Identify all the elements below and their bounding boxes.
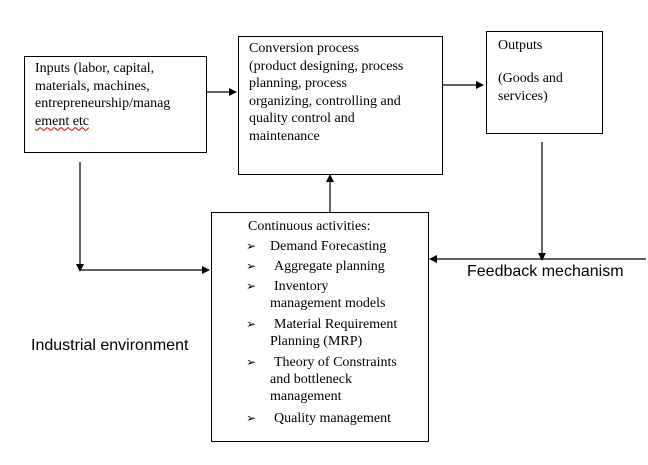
activities-title: Continuous activities:	[248, 219, 371, 234]
activity-label: Material Requirement Planning (MRP)	[270, 317, 398, 349]
outputs-title: Outputs	[498, 38, 543, 53]
conversion-line: organizing, controlling and	[249, 93, 401, 109]
inputs-line: ement etc	[35, 113, 170, 131]
activity-label: Aggregate planning	[274, 259, 385, 274]
conversion-process-box: Conversion process (product designing, p…	[238, 36, 443, 175]
conversion-line: (product designing, process	[249, 58, 404, 74]
arrow-bullet-icon: ➢	[246, 239, 257, 253]
arrow-bullet-icon: ➢	[246, 279, 257, 293]
inputs-box: Inputs (labor, capital, materials, machi…	[24, 56, 207, 153]
arrow-bullet-icon: ➢	[246, 259, 257, 273]
activity-label: Demand Forecasting	[270, 239, 387, 254]
feedback-mechanism-label: Feedback mechanism	[467, 263, 624, 280]
conversion-text: Conversion process (product designing, p…	[249, 40, 403, 145]
activity-label: Theory of Constraints and bottleneck man…	[270, 355, 397, 404]
outputs-text: (Goods and services)	[498, 70, 563, 105]
arrow-bullet-icon: ➢	[246, 411, 257, 425]
outputs-line: services)	[498, 88, 548, 104]
inputs-line: entrepreneurship/manag	[35, 96, 171, 111]
continuous-activities-box: Continuous activities: ➢ Demand Forecast…	[211, 212, 429, 442]
arrow-bullet-icon: ➢	[246, 355, 257, 369]
conversion-line: maintenance	[249, 128, 320, 144]
industrial-environment-label: Industrial environment	[31, 337, 189, 354]
activity-label: Inventory management models	[270, 279, 386, 311]
arrow-bullet-icon: ➢	[246, 317, 257, 331]
inputs-line: Inputs (labor, capital,	[35, 61, 155, 76]
inputs-line-last: ement etc	[35, 113, 90, 129]
conversion-line: Conversion process	[249, 41, 360, 56]
outputs-box: Outputs (Goods and services)	[486, 31, 603, 134]
inputs-line: materials, machines,	[35, 78, 150, 94]
conversion-line: quality control and	[249, 111, 355, 126]
activities-list: ➢ Demand Forecasting ➢ Aggregate plannin…	[246, 238, 426, 438]
outputs-line: (Goods and	[498, 71, 563, 86]
inputs-text: Inputs (labor, capital, materials, machi…	[35, 60, 170, 130]
activity-label: Quality management	[274, 411, 392, 426]
conversion-line: planning, process	[249, 76, 347, 91]
